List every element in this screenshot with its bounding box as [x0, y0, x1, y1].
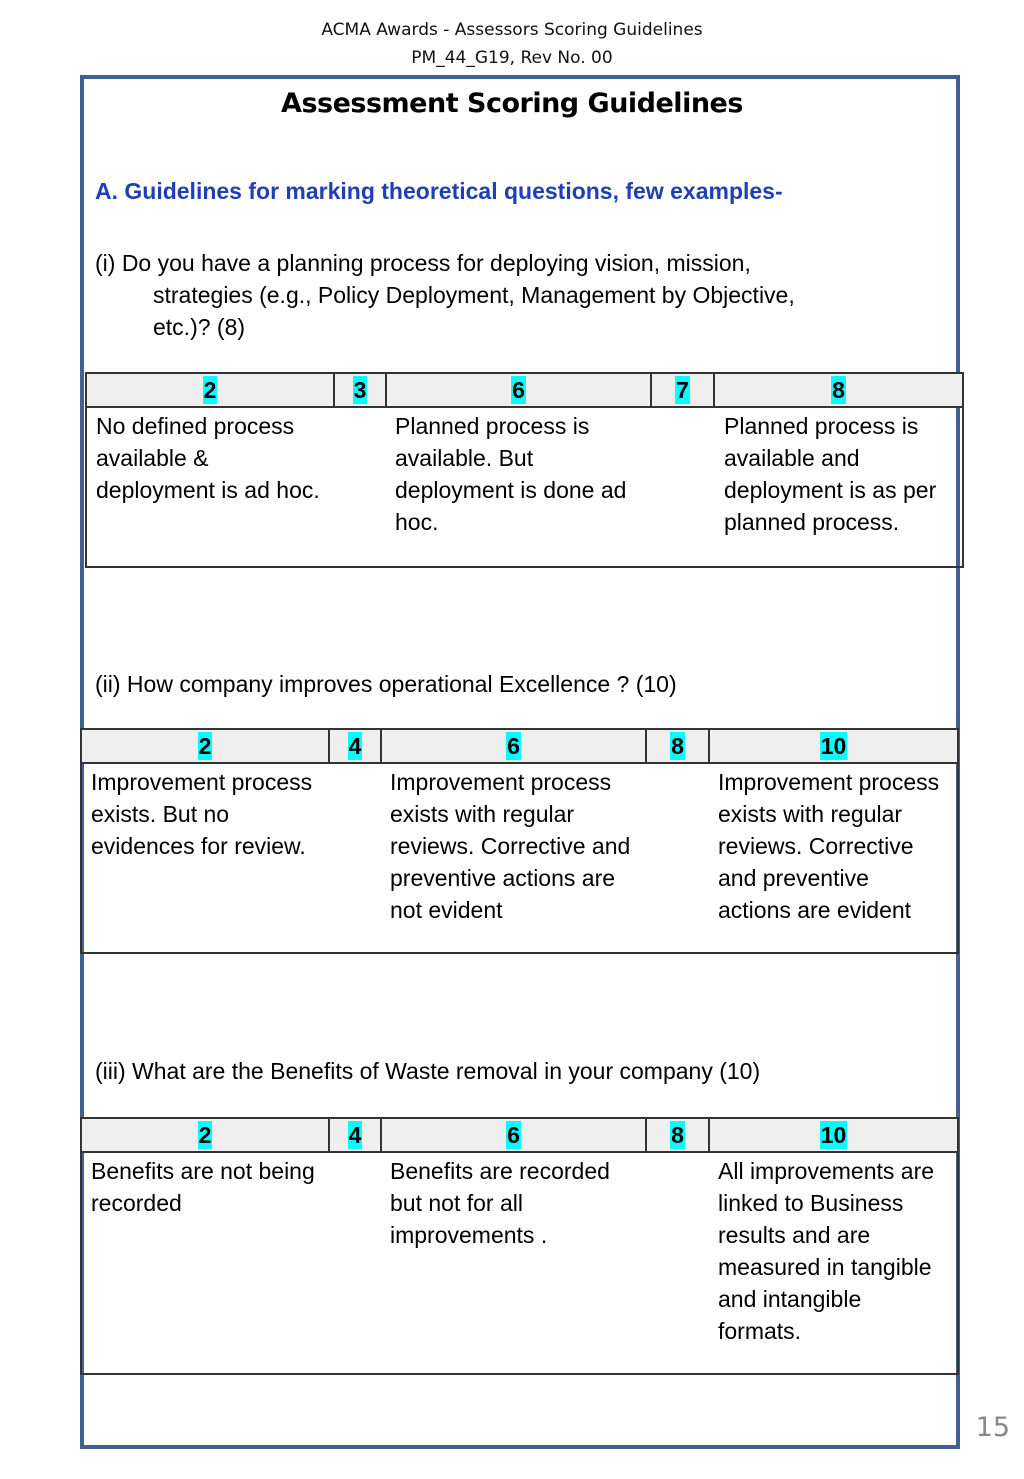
page-title: Assessment Scoring Guidelines [281, 88, 743, 119]
score-cell: 2 [85, 372, 335, 408]
header-revision: PM_44_G19, Rev No. 00 [411, 48, 613, 68]
question-3-line1: (iii) What are the Benefits of Waste rem… [95, 1058, 761, 1084]
score-header-row: 2 4 6 8 10 [80, 1117, 959, 1153]
score-value: 6 [506, 732, 521, 760]
question-1-line3: etc.)? (8) [153, 314, 246, 340]
score-cell: 7 [650, 372, 715, 408]
score-cell: 8 [645, 728, 710, 764]
score-value: 10 [819, 1121, 848, 1149]
description-mid: Benefits are recorded but not for all im… [381, 1151, 646, 1375]
description-high: Improvement process exists with regular … [709, 762, 959, 954]
question-1-line2: strategies (e.g., Policy Deployment, Man… [153, 282, 795, 308]
score-cell: 6 [380, 728, 647, 764]
score-value: 6 [506, 1121, 521, 1149]
description-low: Benefits are not being recorded [80, 1151, 329, 1375]
description-row: Improvement process exists. But no evide… [80, 762, 959, 954]
description-gap [646, 762, 709, 954]
score-value: 8 [670, 1121, 685, 1149]
question-2: (ii) How company improves operational Ex… [95, 668, 677, 700]
description-high: Planned process is available and deploym… [714, 406, 964, 568]
description-gap [334, 406, 386, 568]
description-mid: Improvement process exists with regular … [381, 762, 646, 954]
score-table-1: 2 3 6 7 8 No defined process available &… [85, 372, 964, 568]
description-mid: Planned process is available. But deploy… [386, 406, 651, 568]
score-cell: 10 [708, 1117, 959, 1153]
description-low: No defined process available & deploymen… [85, 406, 334, 568]
score-value: 7 [675, 376, 690, 404]
question-2-line1: (ii) How company improves operational Ex… [95, 671, 677, 697]
score-cell: 3 [333, 372, 387, 408]
description-high: All improvements are linked to Business … [709, 1151, 959, 1375]
description-low: Improvement process exists. But no evide… [80, 762, 329, 954]
description-row: No defined process available & deploymen… [85, 406, 964, 568]
score-cell: 4 [328, 728, 382, 764]
description-row: Benefits are not being recorded Benefits… [80, 1151, 959, 1375]
score-cell: 4 [328, 1117, 382, 1153]
score-table-3: 2 4 6 8 10 Benefits are not being record… [80, 1117, 959, 1375]
score-header-row: 2 3 6 7 8 [85, 372, 964, 408]
score-cell: 2 [80, 1117, 330, 1153]
score-value: 4 [347, 732, 363, 760]
score-value: 2 [197, 732, 213, 760]
score-value: 2 [197, 1121, 213, 1149]
score-cell: 2 [80, 728, 330, 764]
score-value: 4 [347, 1121, 363, 1149]
question-3: (iii) What are the Benefits of Waste rem… [95, 1055, 760, 1087]
score-value: 3 [352, 376, 368, 404]
question-1: (i) Do you have a planning process for d… [95, 247, 795, 343]
description-gap [646, 1151, 709, 1375]
score-header-row: 2 4 6 8 10 [80, 728, 959, 764]
score-table-2: 2 4 6 8 10 Improvement process exists. B… [80, 728, 959, 954]
description-gap [329, 762, 381, 954]
score-value: 10 [819, 732, 848, 760]
description-gap [651, 406, 714, 568]
description-gap [329, 1151, 381, 1375]
score-value: 6 [511, 376, 526, 404]
score-cell: 6 [385, 372, 652, 408]
score-value: 8 [670, 732, 685, 760]
section-heading: A. Guidelines for marking theoretical qu… [95, 178, 783, 204]
header-document-title: ACMA Awards - Assessors Scoring Guidelin… [321, 20, 703, 40]
page-number: 15 [975, 1412, 1010, 1443]
score-cell: 8 [645, 1117, 710, 1153]
score-value: 8 [831, 376, 846, 404]
score-cell: 6 [380, 1117, 647, 1153]
score-cell: 8 [713, 372, 964, 408]
score-value: 2 [202, 376, 218, 404]
question-1-line1: (i) Do you have a planning process for d… [95, 250, 751, 276]
score-cell: 10 [708, 728, 959, 764]
